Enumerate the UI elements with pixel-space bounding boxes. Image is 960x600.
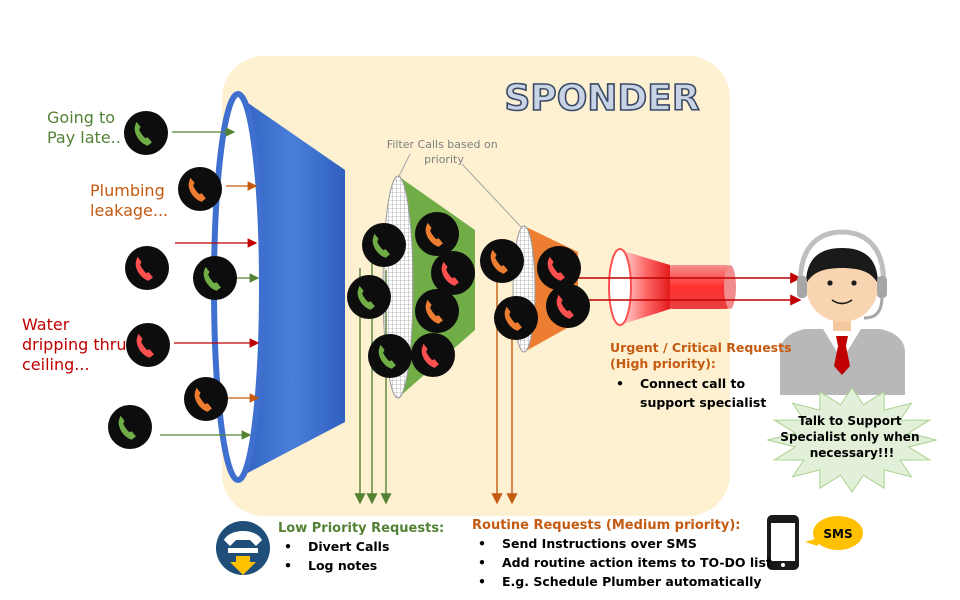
low-priority-item: Divert Calls [278,537,444,556]
phone-icon [124,111,168,155]
phone-icon [431,251,475,295]
filter-leader-line [461,163,523,229]
routine-item: Send Instructions over SMS [472,534,772,553]
phone-icon [193,256,237,300]
phone-icon [415,289,459,333]
phone-icon [480,239,524,283]
routine-heading: Routine Requests (Medium priority): [472,518,741,533]
phone-icon [494,296,538,340]
phone-icon [546,284,590,328]
phone-icon [537,246,581,290]
sponder-title: SPONDER [504,78,699,119]
phone-icon [415,212,459,256]
sms-bubble: SMS [805,516,863,550]
phone-icon [184,377,228,421]
phone-icon [411,333,455,377]
medium-priority-arrows [491,262,518,505]
urgent-requests-block: Urgent / Critical Requests(High priority… [610,340,792,412]
phone-icon [347,275,391,319]
phone-icon [125,246,169,290]
phone-icon [178,167,222,211]
filter-leader-line [397,153,411,179]
filter-label: Filter Calls based on priority [387,138,501,166]
phone-icon [126,323,170,367]
phone-divert-icon [216,521,270,575]
high-priority-arrows [577,272,802,306]
routine-item: Add routine action items to TO-DO list [472,553,772,572]
phone-icon [368,334,412,378]
phone-icon [108,405,152,449]
svg-text:SMS: SMS [823,527,852,541]
routine-item: E.g. Schedule Plumber automatically [472,572,772,591]
input-arrows [160,127,260,440]
headset-agent-icon [780,229,905,395]
phone-icon [362,223,406,267]
high-priority-output-pipe [608,248,736,326]
routine-block: Routine Requests (Medium priority): Send… [472,518,772,591]
mobile-phone-icon [767,515,799,570]
sponder-panel [222,56,730,516]
low-priority-item: Log notes [278,556,444,575]
urgent-heading: Urgent / Critical Requests(High priority… [610,340,792,371]
low-priority-heading: Low Priority Requests: [278,521,445,536]
starburst-callout: Talk to Support Specialist only when nec… [766,387,938,493]
svg-text:Talk to Support Speciali: Talk to Support Specialist only when nec… [780,414,923,460]
low-priority-block: Low Priority Requests: Divert CallsLog n… [278,521,444,575]
